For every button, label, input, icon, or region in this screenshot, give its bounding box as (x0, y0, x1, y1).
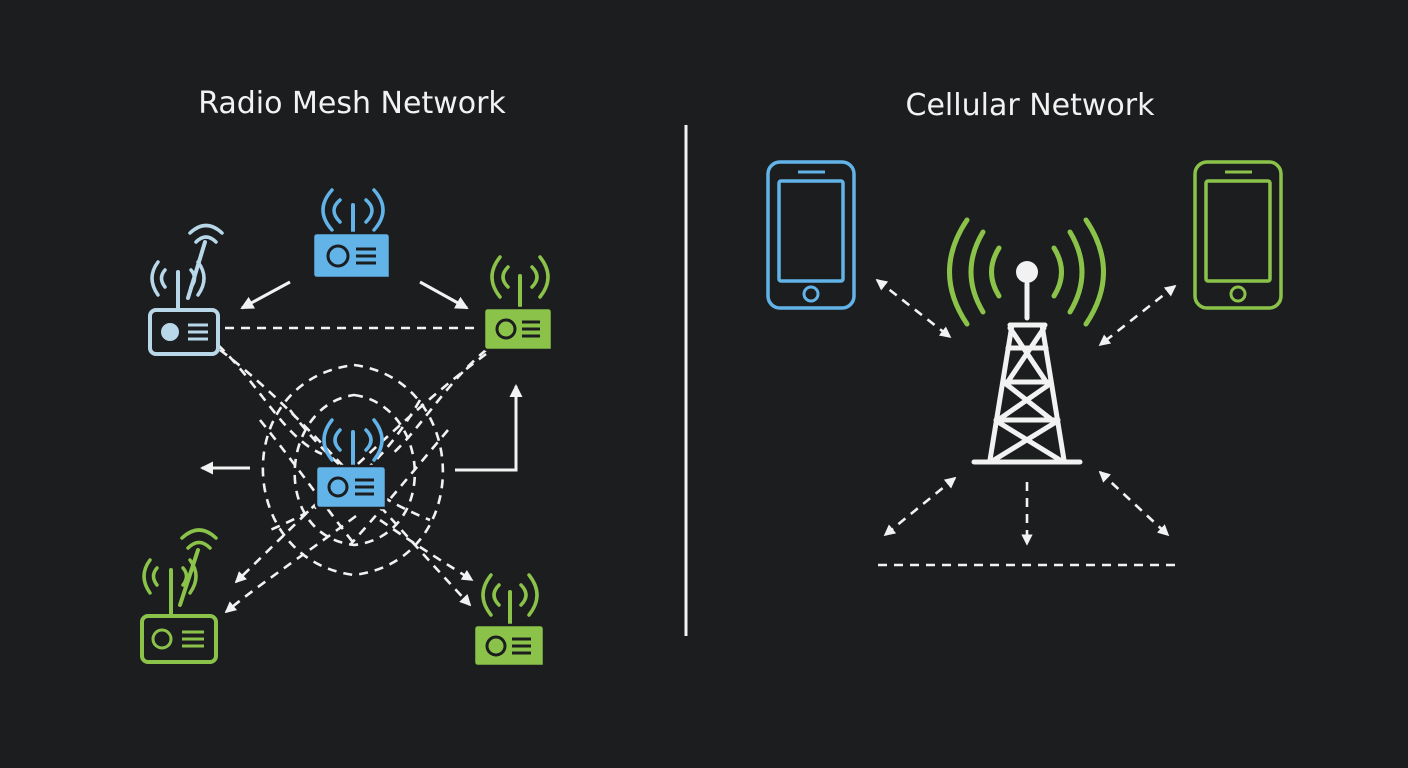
mesh-links (217, 326, 487, 614)
mesh-link (389, 348, 487, 457)
right-phone-icon (1193, 160, 1283, 310)
top-radio-icon (311, 188, 392, 280)
arrow-up-right (455, 384, 523, 472)
mesh-link (379, 518, 474, 582)
mesh-link (219, 348, 472, 607)
mesh-link (349, 429, 449, 546)
mesh-link (234, 352, 487, 584)
mesh-link (258, 419, 357, 546)
radio-mesh-title: Radio Mesh Network (198, 86, 506, 121)
cellular-links (875, 278, 1180, 567)
left-phone-icon (766, 160, 856, 310)
bottom-left-router-icon (140, 528, 218, 664)
arrow-to-left-router (240, 280, 291, 310)
center-radio-icon (314, 418, 388, 510)
phone-tower-link (875, 278, 952, 339)
mesh-link (261, 363, 445, 577)
mesh-arrows (200, 280, 523, 475)
cell-tower-icon (947, 217, 1106, 465)
mesh-link (293, 393, 417, 547)
mesh-link (217, 344, 323, 456)
phone-tower-link (1098, 284, 1177, 347)
cellular-network-title: Cellular Network (906, 88, 1156, 123)
arrow-to-right-radio (419, 280, 469, 310)
bottom-right-radio-icon (472, 573, 546, 668)
tower-ground-link (883, 476, 957, 537)
right-radio-icon (482, 255, 554, 352)
left-router-icon (148, 223, 224, 356)
mesh-link (269, 399, 422, 532)
tower-ground-link (1098, 470, 1170, 537)
mesh-link (224, 514, 357, 614)
